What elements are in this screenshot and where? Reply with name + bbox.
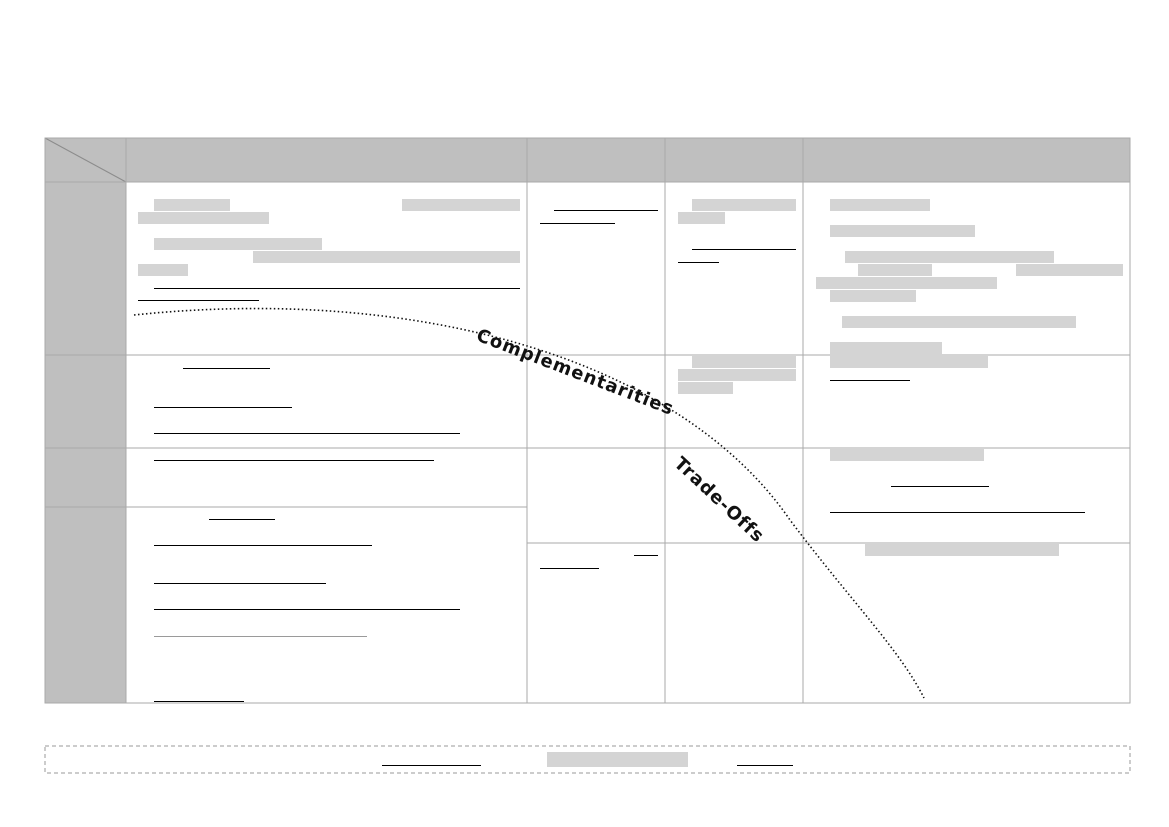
- header-row: [45, 138, 1130, 182]
- footer-redacted-text: [547, 752, 688, 767]
- redacted-text: [692, 199, 796, 211]
- redacted-text: [830, 290, 916, 302]
- redacted-underline: [154, 583, 326, 584]
- redacted-underline: [154, 433, 460, 434]
- footer-box: [44, 745, 1131, 774]
- redacted-text: [154, 199, 230, 211]
- corner-diagonal: [44, 137, 127, 183]
- row-header-column: [45, 182, 126, 703]
- redacted-text: [830, 225, 975, 237]
- redacted-underline: [891, 486, 989, 487]
- redacted-text: [865, 544, 1059, 556]
- redacted-text: [830, 342, 942, 354]
- redacted-underline: [138, 300, 259, 301]
- redacted-underline: [830, 380, 910, 381]
- redacted-underline: [540, 568, 599, 569]
- redacted-text: [858, 264, 932, 276]
- redacted-text: [154, 238, 322, 250]
- redacted-underline: [154, 288, 520, 289]
- redacted-underline: [154, 460, 434, 461]
- redacted-text: [816, 277, 997, 289]
- redacted-text: [830, 449, 984, 461]
- redacted-text: [253, 251, 520, 263]
- redacted-text: [678, 382, 733, 394]
- table-border: [44, 137, 1131, 704]
- footer-underline: [382, 765, 481, 766]
- redacted-underline: [183, 368, 270, 369]
- redacted-underline: [154, 701, 244, 702]
- redacted-underline: [154, 609, 460, 610]
- redacted-text: [138, 264, 188, 276]
- redacted-underline: [554, 210, 658, 211]
- redacted-text: [138, 212, 269, 224]
- redacted-text: [842, 316, 1076, 328]
- redacted-text: [678, 369, 796, 381]
- redacted-text: [830, 356, 988, 368]
- redacted-underline: [678, 262, 719, 263]
- complementarity-curve: [133, 307, 925, 699]
- redacted-underline: [830, 512, 1085, 513]
- redacted-underline: [634, 555, 658, 556]
- redacted-text: [692, 356, 796, 368]
- redacted-text: [845, 251, 1054, 263]
- redacted-text: [1016, 264, 1123, 276]
- redacted-text: [830, 199, 930, 211]
- redacted-text: [402, 199, 520, 211]
- redacted-underline: [154, 545, 372, 546]
- redacted-underline: [154, 407, 292, 408]
- redacted-underline: [209, 519, 275, 520]
- redacted-text: [678, 212, 725, 224]
- redacted-underline: [692, 249, 796, 250]
- redacted-underline: [154, 636, 367, 637]
- redacted-underline: [540, 223, 615, 224]
- footer-underline: [737, 765, 793, 766]
